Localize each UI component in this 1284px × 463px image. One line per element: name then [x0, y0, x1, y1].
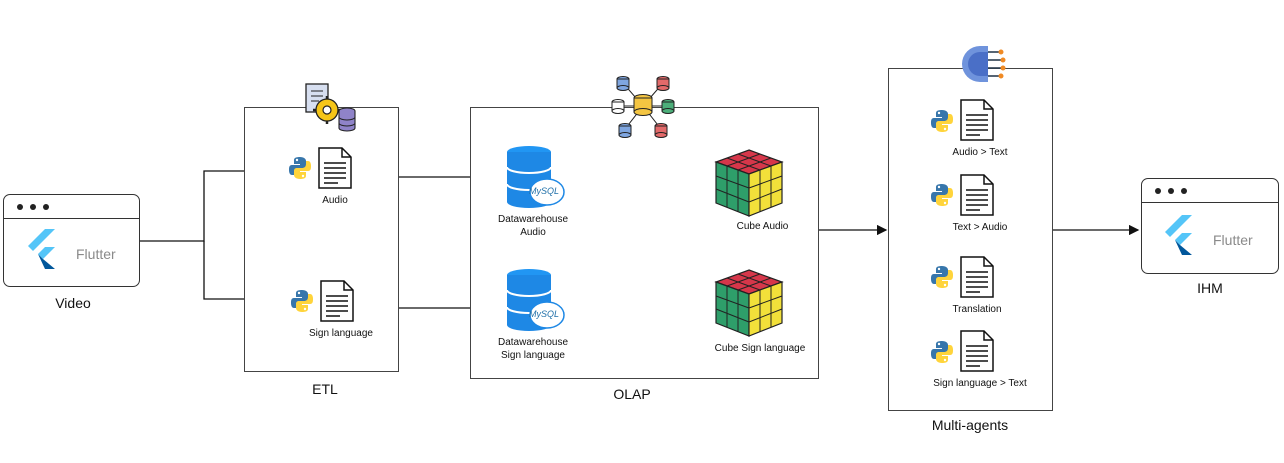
agents-hub-icon	[962, 46, 1006, 82]
etl-label: ETL	[312, 381, 338, 397]
warehouse-audio-line2: Audio	[520, 227, 546, 238]
video-to-etl-connector	[140, 165, 284, 242]
rubiks-cube-icon	[714, 269, 784, 337]
window-dot	[1155, 188, 1161, 194]
python-icon	[291, 290, 313, 312]
agent-translation-label: Translation	[952, 304, 1002, 315]
mysql-badge: MySQL	[529, 309, 560, 319]
window-dot	[17, 204, 23, 210]
python-icon	[289, 157, 311, 179]
multi-agents-label: Multi-agents	[931, 417, 1009, 433]
document-icon	[318, 147, 352, 189]
python-icon	[931, 184, 953, 206]
document-icon	[960, 174, 994, 216]
flutter-app-text: Flutter	[76, 246, 116, 262]
video-app-window: Flutter	[3, 194, 140, 287]
python-icon	[931, 110, 953, 132]
agent-audio-to-text-label: Audio > Text	[952, 147, 1008, 158]
database-icon	[506, 269, 565, 331]
warehouse-audio-line1: Datawarehouse	[497, 214, 569, 225]
etl-sign-language-label: Sign language	[309, 328, 373, 339]
ihm-label: IHM	[1197, 280, 1223, 296]
flutter-app-text: Flutter	[1213, 232, 1253, 248]
document-icon	[960, 256, 994, 298]
document-icon	[320, 280, 354, 322]
etl-process-icon	[305, 83, 356, 132]
olap-label: OLAP	[613, 386, 651, 402]
warehouse-sign-line1: Datawarehouse	[497, 337, 569, 348]
window-dot	[43, 204, 49, 210]
etl-audio-label: Audio	[322, 195, 348, 206]
database-network-icon	[611, 76, 675, 138]
mysql-badge: MySQL	[529, 186, 560, 196]
window-dot	[1168, 188, 1174, 194]
database-icon	[506, 146, 565, 208]
document-icon	[960, 99, 994, 141]
cube-audio-label: Cube Audio	[736, 221, 789, 232]
flutter-logo-icon	[1165, 215, 1192, 255]
ihm-app-window: Flutter	[1141, 178, 1279, 274]
warehouse-sign-line2: Sign language	[501, 350, 565, 361]
agent-text-to-audio-label: Text > Audio	[952, 222, 1008, 233]
flutter-logo-icon	[28, 229, 55, 269]
video-label: Video	[55, 295, 91, 311]
cube-sign-language-label: Cube Sign language	[714, 343, 806, 354]
window-dot	[30, 204, 36, 210]
python-icon	[931, 341, 953, 363]
agent-sign-to-text-label: Sign language > Text	[933, 378, 1027, 389]
window-title-bar	[1142, 179, 1278, 203]
document-icon	[960, 330, 994, 372]
window-title-bar	[4, 195, 139, 219]
window-dot	[1181, 188, 1187, 194]
rubiks-cube-icon	[714, 149, 784, 217]
python-icon	[931, 266, 953, 288]
